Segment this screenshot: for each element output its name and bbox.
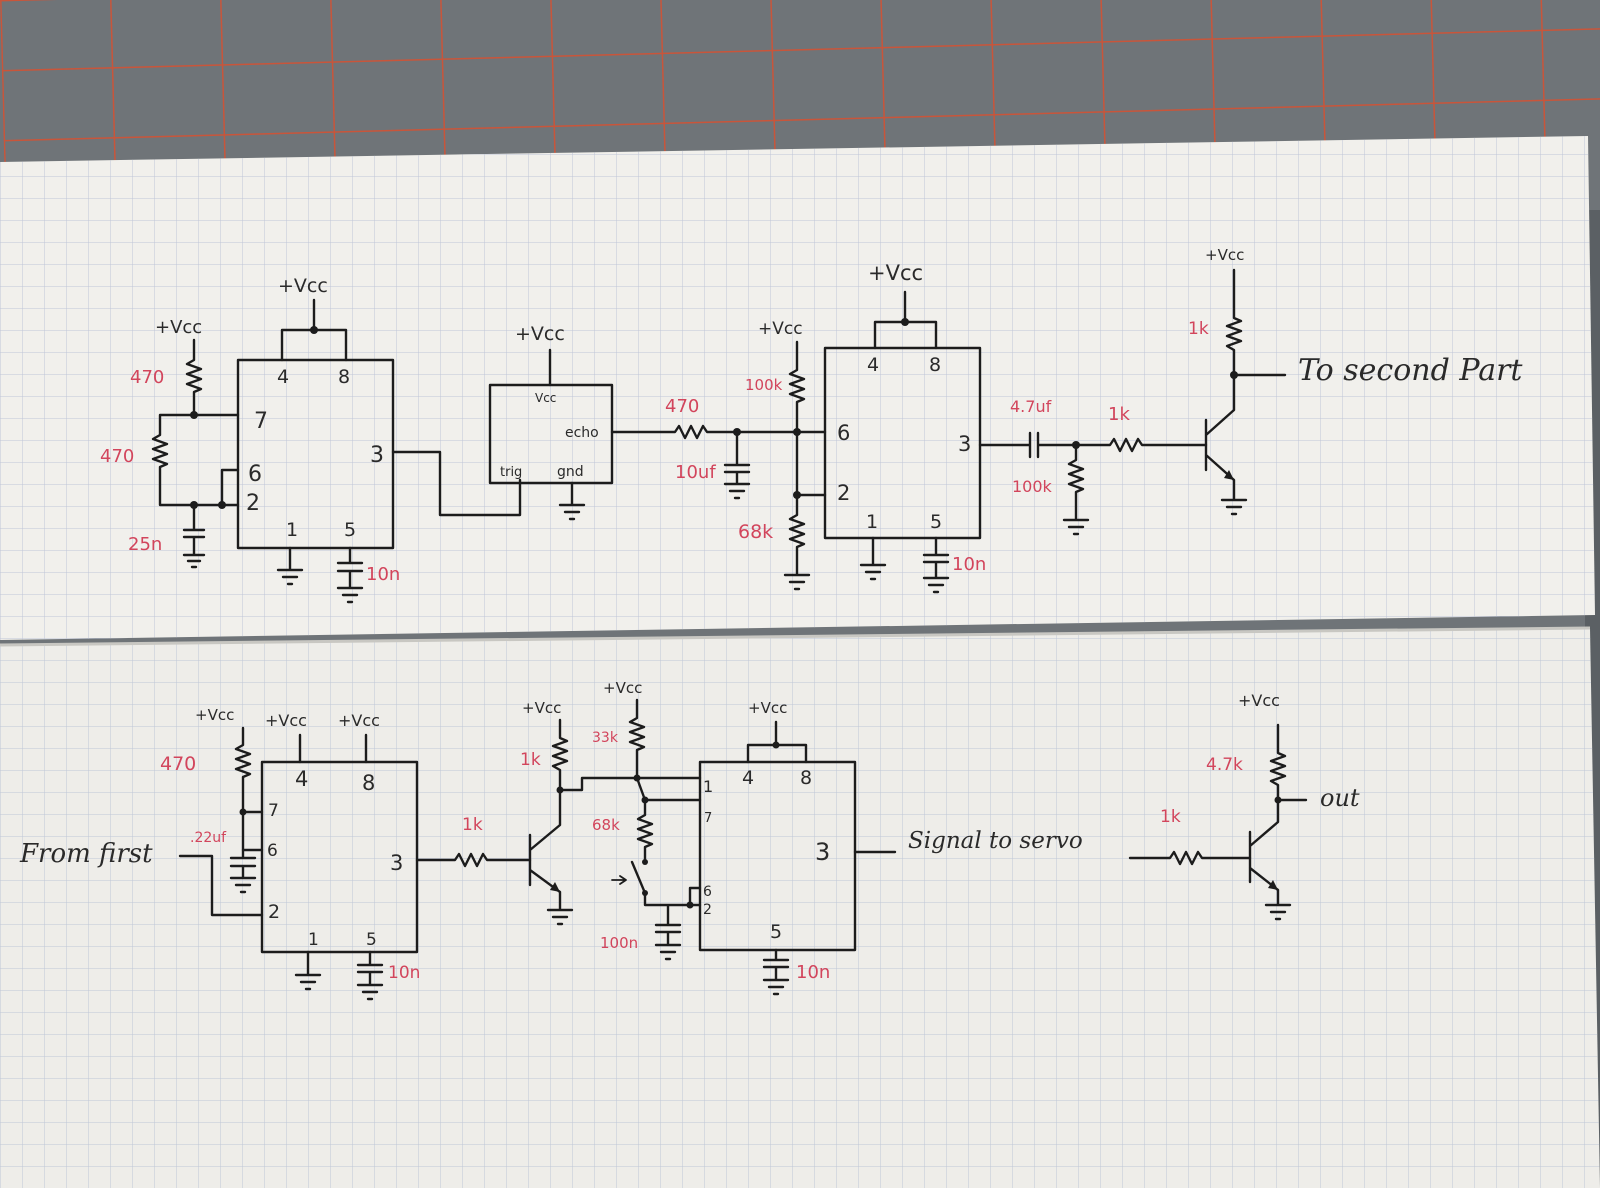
driver-vcc-label: +Vcc (522, 699, 561, 717)
timing-r-top-value: 33k (592, 730, 619, 746)
chip2-pin6: 6 (837, 421, 850, 445)
chip2-pin2: 2 (837, 481, 850, 505)
chip2-vcc-label: +Vcc (868, 261, 923, 285)
chip2-c5-value: 10n (952, 554, 986, 575)
chip3-pin7: 7 (268, 801, 279, 821)
chip4-pin3: 3 (815, 838, 830, 866)
chip3-vcc-r-label: +Vcc (195, 706, 234, 724)
chip1-pin6: 6 (248, 462, 262, 487)
chip4-pin4: 4 (742, 767, 754, 789)
chip1-pin3: 3 (370, 443, 384, 468)
chip4-c5-value: 10n (796, 962, 830, 983)
chip1-c5-value: 10n (366, 564, 400, 585)
chip1-r1-value: 470 (130, 367, 164, 388)
chip2-pin5: 5 (930, 511, 942, 533)
out-r-col-value: 1k (1188, 319, 1209, 339)
from-first-label: From first (19, 839, 153, 869)
timer-chip-2 (823, 346, 982, 540)
sheet-1 (0, 136, 1595, 640)
timing-vcc-label: +Vcc (603, 679, 642, 697)
chip1-pin8: 8 (338, 366, 350, 388)
chip3-pin4: 4 (295, 767, 308, 791)
chip3-pin2: 2 (268, 901, 280, 923)
timer-chip-3 (260, 760, 419, 954)
chip2-r-bot-value: 68k (738, 521, 773, 543)
chip2-pin3: 3 (958, 432, 971, 456)
chip4-pin1: 1 (703, 777, 713, 796)
chip2-pin8: 8 (929, 354, 941, 376)
timing-c-value: 100n (600, 934, 638, 952)
chip4-vcc-label: +Vcc (748, 699, 787, 717)
out-r-base-value: 1k (1108, 404, 1130, 425)
chip1-pin7: 7 (254, 409, 268, 434)
timer-chip-4 (698, 760, 857, 952)
filter-c-value: 10uf (675, 462, 716, 483)
chip1-pin4: 4 (277, 366, 289, 388)
sheet-2 (0, 626, 1600, 1188)
chip1-r2-value: 470 (100, 446, 134, 467)
chip1-c1-value: 25n (128, 534, 162, 555)
chip1-pin1: 1 (286, 519, 298, 541)
chip1-pin5: 5 (344, 519, 356, 541)
out-vcc-label: +Vcc (1205, 246, 1244, 264)
chip3-pin1: 1 (308, 930, 319, 950)
cutting-mat-grid (0, 0, 1600, 200)
chip3-vcc4-label: +Vcc (265, 711, 307, 730)
sensor-gnd-pin: gnd (557, 464, 584, 480)
driver-r-col-value: 1k (520, 750, 541, 770)
out-c-value: 4.7uf (1010, 397, 1052, 416)
chip1-vcc-label: +Vcc (278, 275, 328, 297)
chip4-pin2: 2 (703, 902, 712, 918)
sensor-echo-pin: echo (565, 425, 599, 441)
chip4-pin5: 5 (770, 921, 782, 943)
out-stage-r-col-value: 4.7k (1206, 755, 1243, 775)
paper-grid-1 (0, 136, 1595, 640)
chip2-r-top-value: 100k (745, 376, 783, 394)
out-label: out (1320, 784, 1360, 812)
chip4-pin7: 7 (704, 811, 712, 826)
chip3-c5-value: 10n (388, 963, 420, 983)
chip2-pin4: 4 (867, 354, 879, 376)
chip3-c-value: .22uf (190, 830, 227, 846)
chip3-r-value: 470 (160, 753, 196, 775)
driver-r-base-value: 1k (462, 815, 483, 835)
paper-grid-2 (0, 628, 1600, 1188)
chip3-vcc8-label: +Vcc (338, 711, 380, 730)
sensor-vcc-label: +Vcc (515, 323, 565, 345)
sheet-1-circuit: +Vcc 4 8 7 6 2 3 1 5 +Vcc 470 470 25n 10… (100, 246, 1523, 604)
chip4-pin6: 6 (703, 884, 712, 900)
chip4-pin8: 8 (800, 767, 812, 789)
filter-r-value: 470 (665, 396, 699, 417)
chip2-pin1: 1 (866, 511, 878, 533)
out-stage-r-base-value: 1k (1160, 807, 1181, 827)
chip3-pin5: 5 (366, 930, 377, 950)
chip3-pin6: 6 (267, 841, 278, 861)
chip3-pin3: 3 (390, 851, 403, 875)
timing-r-mid-value: 68k (592, 816, 620, 834)
chip3-pin8: 8 (362, 771, 375, 795)
timer-chip-1 (236, 358, 395, 550)
chip1-vcc-r-label: +Vcc (155, 317, 202, 338)
to-second-part-note: To second Part (1298, 353, 1523, 388)
sensor-vcc-pin: Vcc (535, 391, 556, 405)
chip2-vcc-div-label: +Vcc (758, 319, 803, 339)
sensor-trig-pin: trig (500, 465, 522, 480)
chip1-pin2: 2 (246, 491, 260, 516)
out-r-pd-value: 100k (1012, 477, 1053, 496)
out-stage-vcc-label: +Vcc (1238, 691, 1280, 710)
sheet-2-circuit: From first +Vcc +Vcc 4 8 7 6 2 3 1 5 +Vc… (19, 679, 1360, 1001)
signal-to-servo-label: Signal to servo (908, 828, 1083, 854)
